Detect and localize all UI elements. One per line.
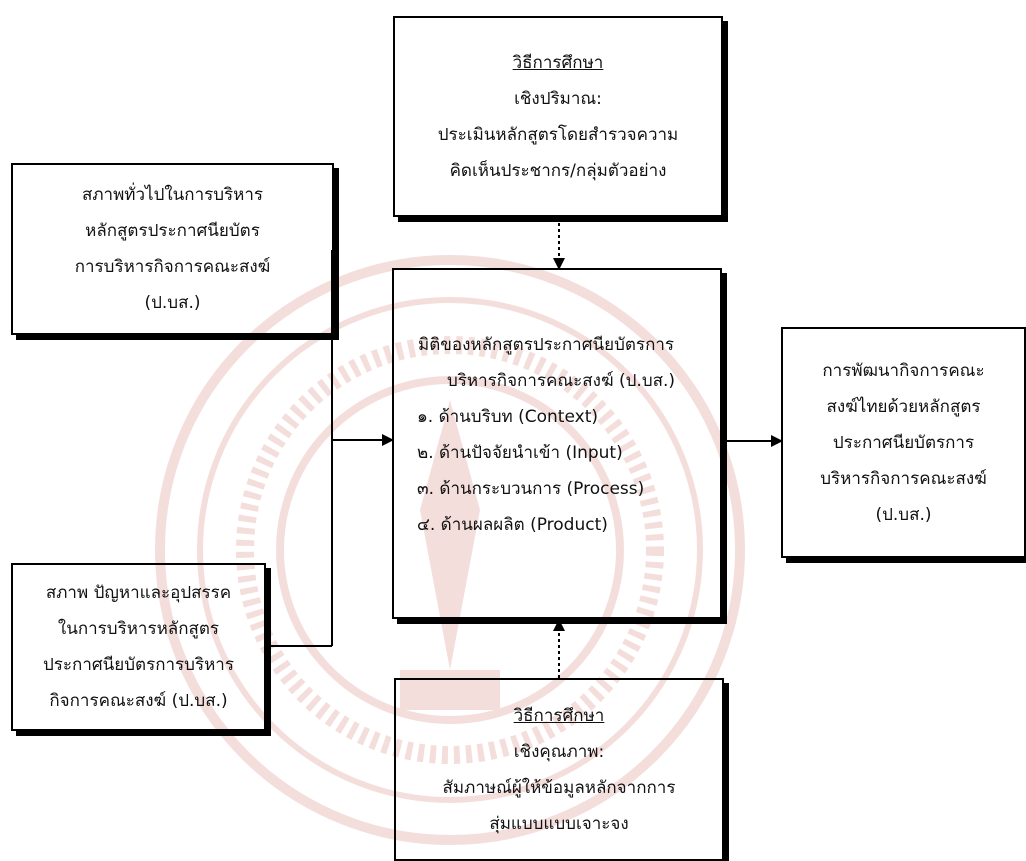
general-line-4: (ป.บส.) — [144, 293, 201, 313]
dimension-item-product: ๔. ด้านผลผลิต (Product) — [417, 515, 608, 535]
result-line-4: บริหารกิจการคณะสงฆ์ — [820, 468, 987, 489]
method-detail-1: ประเมินหลักสูตรโดยสำรวจความ — [437, 124, 679, 145]
result-line-3: ประกาศนียบัตรการ — [832, 432, 975, 453]
dimensions-title-2: บริหารกิจการคณะสงฆ์ (ป.บส.) — [447, 371, 676, 391]
problems-line-1: สภาพ ปัญหาและอุปสรรค — [45, 583, 232, 603]
method-type: เชิงปริมาณ: — [514, 88, 602, 109]
dimension-item-context: ๑. ด้านบริบท (Context) — [417, 407, 598, 427]
result-line-5: (ป.บส.) — [875, 504, 932, 525]
problems-box: สภาพ ปัญหาและอุปสรรค ในการบริหารหลักสูตร… — [11, 563, 266, 731]
problems-line-4: กิจการคณะสงฆ์ (ป.บส.) — [49, 691, 228, 711]
method-heading: วิธีการศึกษา — [512, 52, 604, 73]
dimensions-box: มิติของหลักสูตรประกาศนียบัตรการ บริหารกิ… — [392, 268, 722, 619]
dimension-item-input: ๒. ด้านปัจจัยนำเข้า (Input) — [417, 443, 623, 463]
method-quantitative-box: วิธีการศึกษา เชิงปริมาณ: ประเมินหลักสูตร… — [393, 16, 723, 217]
dimensions-title-1: มิติของหลักสูตรประกาศนียบัตรการ — [418, 335, 675, 355]
dimension-item-process: ๓. ด้านกระบวนการ (Process) — [417, 479, 645, 499]
method-detail-2: คิดเห็นประชากร/กลุ่มตัวอย่าง — [449, 160, 667, 181]
method-detail-1: สัมภาษณ์ผู้ให้ข้อมูลหลักจากการ — [442, 777, 676, 798]
problems-line-2: ในการบริหารหลักสูตร — [57, 619, 220, 639]
general-conditions-box: สภาพทั่วไปในการบริหาร หลักสูตรประกาศนียบ… — [11, 163, 334, 335]
method-detail-2: สุ่มแบบแบบเจาะจง — [489, 813, 629, 834]
problems-line-3: ประกาศนียบัตรการบริหาร — [42, 655, 234, 675]
method-qualitative-box: วิธีการศึกษา เชิงคุณภาพ: สัมภาษณ์ผู้ให้ข… — [394, 678, 724, 861]
general-line-3: การบริหารกิจการคณะสงฆ์ — [74, 257, 271, 277]
method-heading: วิธีการศึกษา — [513, 705, 605, 726]
general-line-2: หลักสูตรประกาศนียบัตร — [85, 221, 260, 241]
result-line-1: การพัฒนากิจการคณะ — [822, 360, 985, 381]
result-box: การพัฒนากิจการคณะ สงฆ์ไทยด้วยหลักสูตร ปร… — [781, 327, 1026, 558]
result-line-2: สงฆ์ไทยด้วยหลักสูตร — [826, 396, 981, 417]
method-type: เชิงคุณภาพ: — [513, 741, 605, 762]
general-line-1: สภาพทั่วไปในการบริหาร — [81, 185, 264, 205]
